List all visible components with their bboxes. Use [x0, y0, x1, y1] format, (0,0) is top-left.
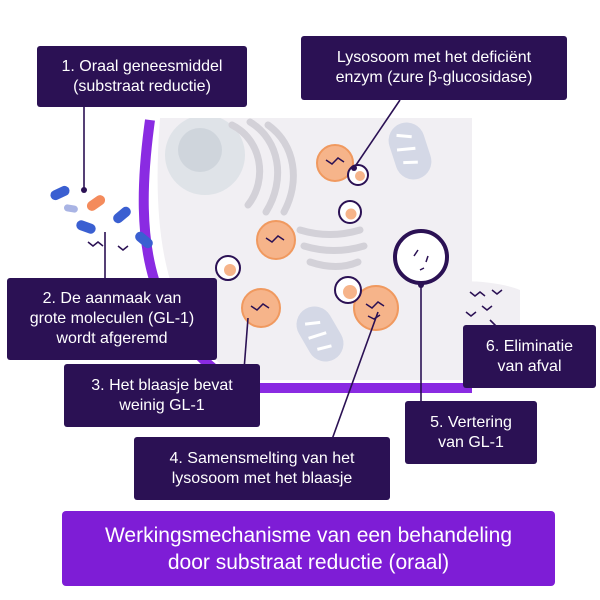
nucleus	[165, 118, 245, 195]
label-molecule-synthesis-inhibited: 2. De aanmaak van grote moleculen (GL-1)…	[7, 278, 217, 360]
vesicle	[334, 276, 362, 304]
leader-lines	[83, 99, 501, 446]
label-lysosome-vesicle-fusion: 4. Samensmelting van het lysosoom met he…	[134, 437, 390, 500]
label-waste-elimination: 6. Eliminatie van afval	[463, 325, 596, 388]
mitochondrion	[388, 122, 432, 180]
pill-icon	[50, 185, 153, 249]
leader-dots	[81, 165, 424, 288]
label-oral-drug: 1. Oraal geneesmiddel (substraat reducti…	[37, 46, 247, 107]
lysosome	[256, 220, 296, 260]
digestion-vesicle	[393, 229, 449, 285]
label-gl1-digestion: 5. Vertering van GL-1	[405, 401, 537, 464]
lysosome	[241, 288, 281, 328]
waste-icon	[448, 281, 520, 338]
vesicle	[338, 200, 362, 224]
label-vesicle-low-gl1: 3. Het blaasje bevat weinig GL-1	[64, 364, 260, 427]
vesicle	[215, 255, 241, 281]
mitochondrion	[296, 306, 344, 362]
lysosome-deficient-enzyme	[316, 144, 354, 182]
label-lysosome-deficient-enzyme: Lysosoom met het deficiënt enzym (zure β…	[301, 36, 567, 100]
gl1-molecule-icon	[87, 241, 129, 251]
lysosome-fused	[353, 285, 399, 331]
golgi-apparatus	[228, 118, 368, 270]
diagram-caption: Werkingsmechanisme van een behandeling d…	[62, 511, 555, 586]
